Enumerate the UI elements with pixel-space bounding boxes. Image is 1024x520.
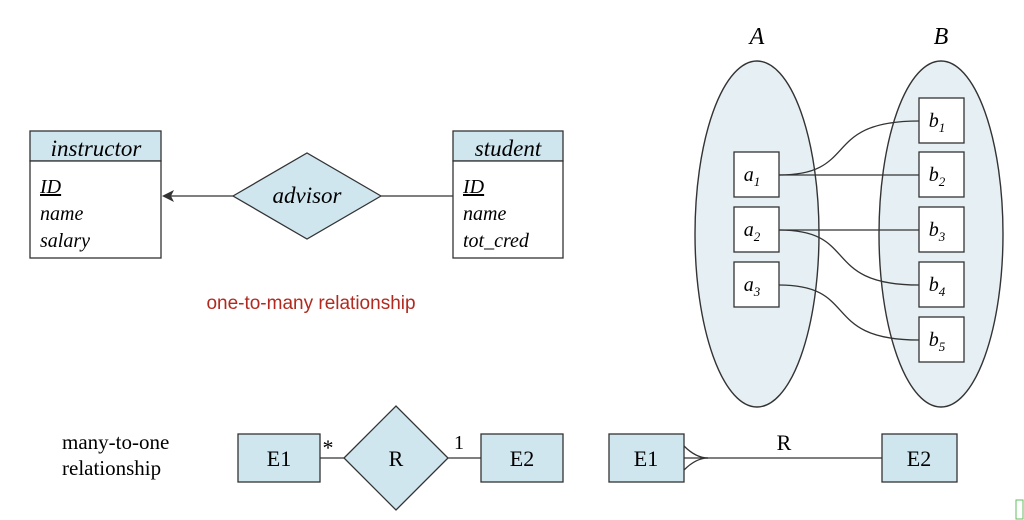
instructor-entity: instructor ID name salary — [29, 130, 162, 259]
set-a-label: A — [748, 24, 765, 50]
crowsfoot-e1-entity: E1 — [608, 433, 685, 483]
instructor-title: instructor — [51, 136, 143, 161]
instructor-attr-salary: salary — [40, 230, 90, 252]
svg-text:E1: E1 — [634, 446, 658, 471]
student-title: student — [475, 136, 542, 161]
multiplicity-one: 1 — [454, 432, 464, 454]
b-element-2: b2 — [918, 151, 965, 198]
a-element-3: a3 — [733, 261, 780, 308]
set-b-label: B — [934, 24, 949, 50]
a-element-1: a1 — [733, 151, 780, 198]
svg-text:E1: E1 — [267, 446, 291, 471]
svg-text:b2: b2 — [929, 164, 946, 189]
advisor-to-instructor-arrow — [162, 190, 233, 202]
crowsfoot-r-label: R — [777, 430, 792, 455]
svg-text:b3: b3 — [929, 219, 946, 244]
mapping-links — [778, 120, 920, 341]
advisor-label: advisor — [273, 183, 343, 208]
svg-text:a2: a2 — [744, 219, 761, 244]
b-element-3: b3 — [918, 206, 965, 253]
instructor-attr-name: name — [40, 203, 83, 225]
crowsfoot-many-symbol — [683, 445, 709, 471]
b-element-4: b4 — [918, 261, 965, 308]
svg-text:E2: E2 — [510, 446, 534, 471]
many-to-one-caption-line2: relationship — [62, 456, 161, 480]
r-relationship: R — [343, 405, 449, 511]
link-a1-b1 — [778, 120, 920, 176]
svg-text:a1: a1 — [744, 164, 761, 189]
student-attr-name: name — [463, 203, 506, 225]
corner-mark — [1015, 499, 1024, 520]
a-element-2: a2 — [733, 206, 780, 253]
svg-text:b4: b4 — [929, 274, 946, 299]
svg-text:E2: E2 — [907, 446, 931, 471]
b-element-5: b5 — [918, 316, 965, 363]
crowsfoot-e2-entity: E2 — [881, 433, 958, 483]
student-attr-totcred: tot_cred — [463, 230, 530, 252]
svg-text:R: R — [389, 446, 404, 471]
one-to-many-caption: one-to-many relationship — [206, 293, 415, 314]
instructor-attr-id: ID — [39, 176, 62, 198]
student-entity: student ID name tot_cred — [452, 130, 564, 259]
e2-entity: E2 — [480, 433, 564, 483]
many-to-one-caption-line1: many-to-one — [62, 430, 169, 454]
advisor-relationship: advisor — [231, 152, 383, 240]
svg-text:b5: b5 — [929, 329, 946, 354]
svg-text:b1: b1 — [929, 110, 946, 135]
svg-text:a3: a3 — [744, 274, 761, 299]
student-attr-id: ID — [462, 176, 485, 198]
link-a2-b4 — [778, 229, 920, 286]
link-a3-b5 — [778, 284, 920, 341]
e1-entity: E1 — [237, 433, 321, 483]
b-element-1: b1 — [918, 97, 965, 144]
multiplicity-many: * — [323, 435, 334, 460]
